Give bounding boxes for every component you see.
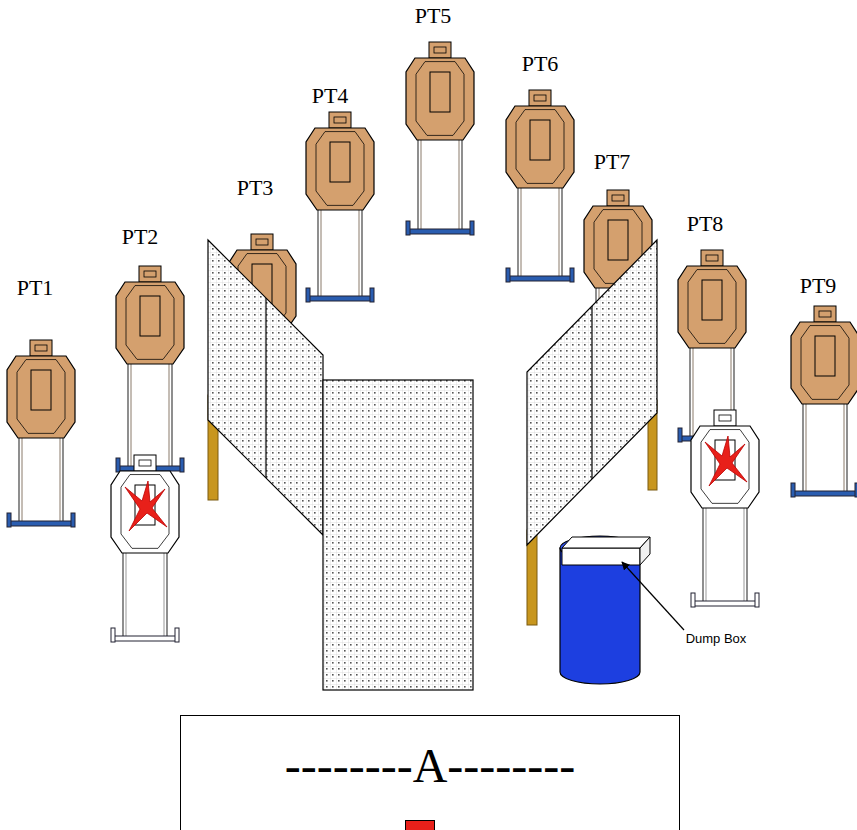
right-wall (527, 240, 657, 545)
paper-target (678, 250, 746, 442)
paper-target (306, 112, 374, 302)
target-label: PT3 (237, 175, 274, 201)
paper-target (406, 42, 474, 235)
no-shoot-target (691, 410, 759, 607)
center-wall (323, 380, 473, 690)
dump-barrel (560, 536, 640, 684)
shooting-box: --------A-------- (180, 715, 680, 830)
dump-box (562, 537, 650, 565)
no-shoot-target (111, 455, 179, 642)
paper-target (7, 340, 75, 527)
target-label: PT6 (522, 51, 559, 77)
target-label: PT2 (122, 224, 159, 250)
paper-target (791, 306, 857, 497)
target-label: PT9 (800, 273, 837, 299)
target-label: PT1 (17, 275, 54, 301)
box-label: --------A-------- (285, 738, 575, 793)
start-marker (405, 820, 435, 830)
target-label: PT4 (312, 83, 349, 109)
left-wall (208, 240, 323, 535)
target-label: PT8 (687, 211, 724, 237)
leader-line (622, 562, 684, 630)
target-label: PT7 (594, 149, 631, 175)
paper-target (506, 90, 574, 282)
callout-label: Dump Box (686, 631, 747, 646)
target-label: PT5 (415, 3, 452, 29)
paper-target (116, 266, 184, 472)
